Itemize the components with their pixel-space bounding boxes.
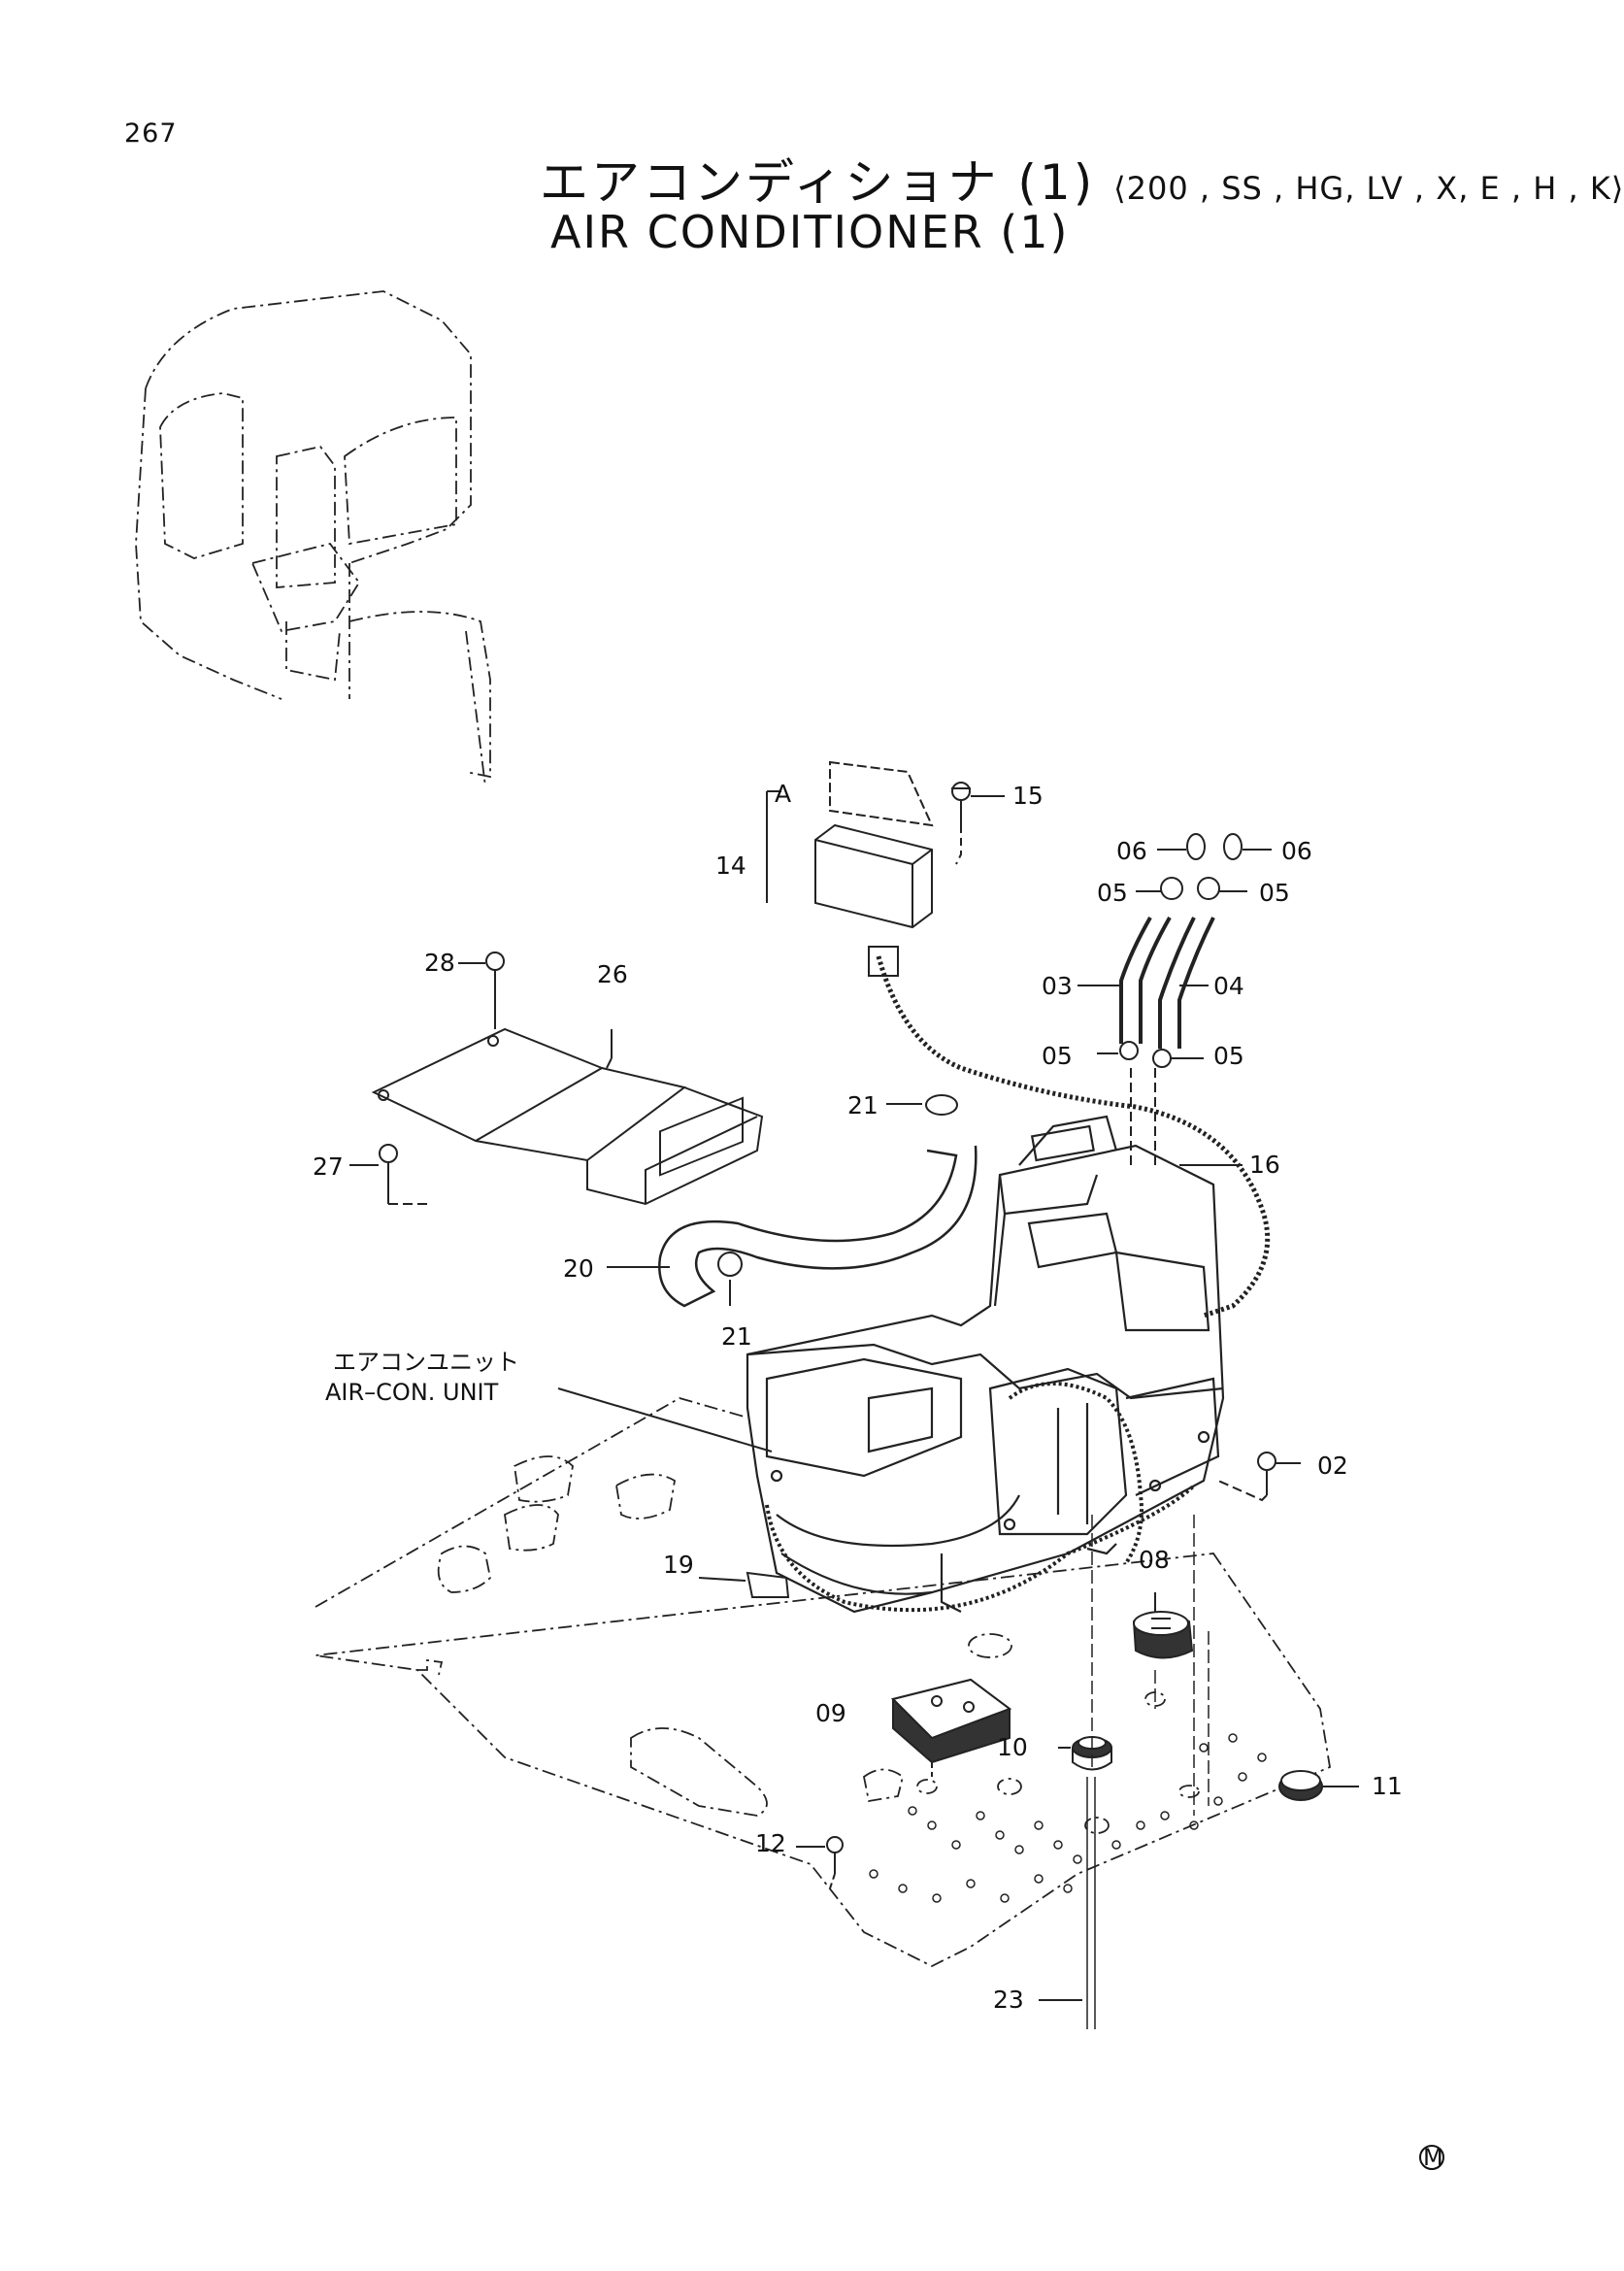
screw-12 <box>796 1836 844 1889</box>
callout-14: 14 <box>715 852 746 880</box>
air-con-unit-label-en: AIR–CON. UNIT <box>325 1379 499 1406</box>
callout-11: 11 <box>1372 1772 1403 1800</box>
circled-m-mark: M <box>1419 2144 1444 2171</box>
page-number: 267 <box>124 118 178 149</box>
callout-15: 15 <box>1012 782 1044 810</box>
callout-21-b: 21 <box>721 1322 752 1351</box>
callout-16: 16 <box>1249 1151 1280 1179</box>
screw-02 <box>1217 1452 1301 1502</box>
part-14-box <box>766 760 934 929</box>
air-con-unit-label-jp: エアコンユニット <box>333 1349 519 1376</box>
fittings-05-06 <box>1097 833 1272 1165</box>
cab-inset-drawing <box>135 290 491 787</box>
part-19-clip <box>698 1571 790 1598</box>
screw-27 <box>349 1144 427 1205</box>
model-variants: ⟨200 , SS , HG, LV , X, E , H , K⟩ <box>1113 170 1624 207</box>
title-japanese: エアコンディショナ (1) ⟨200 , SS , HG, LV , X, E … <box>540 144 1624 214</box>
part-15-screw <box>951 782 1005 865</box>
callout-09: 09 <box>815 1699 846 1727</box>
callout-23: 23 <box>993 1986 1024 2014</box>
title-english: AIR CONDITIONER (1) <box>550 206 1070 258</box>
view-label-a: A <box>775 780 791 808</box>
phantom-lines <box>1091 1515 1210 1816</box>
callout-19: 19 <box>663 1551 694 1579</box>
callout-06-b: 06 <box>1281 837 1312 865</box>
callout-03: 03 <box>1042 972 1073 1000</box>
callout-06-a: 06 <box>1116 837 1147 865</box>
callout-20: 20 <box>563 1254 594 1283</box>
floor-plate <box>315 1397 1332 1968</box>
part-16-harness <box>868 946 1271 1319</box>
callout-28: 28 <box>424 949 455 977</box>
screw-28 <box>458 952 505 1029</box>
wiring-on-unit <box>765 1382 1196 1613</box>
callout-02: 02 <box>1317 1452 1348 1480</box>
hose-20 <box>607 1094 978 1308</box>
grommet-11 <box>1278 1770 1359 1801</box>
callout-05-b: 05 <box>1259 879 1290 907</box>
part-26-duct <box>371 1027 764 1206</box>
callout-26: 26 <box>597 960 628 988</box>
air-con-unit-leader <box>557 1387 773 1453</box>
callout-05-d: 05 <box>1213 1042 1244 1070</box>
hoses-03-04 <box>1077 917 1215 1049</box>
plate-holes <box>869 1733 1267 1903</box>
callout-08: 08 <box>1139 1546 1170 1574</box>
callout-21-a: 21 <box>847 1091 878 1119</box>
grommet-10 <box>1058 1736 1112 1771</box>
footer-mark-letter: M <box>1423 2144 1443 2171</box>
grommet-09 <box>891 1678 1012 1777</box>
callout-27: 27 <box>313 1152 344 1181</box>
callout-04: 04 <box>1213 972 1244 1000</box>
callout-12: 12 <box>755 1829 786 1857</box>
callout-05-c: 05 <box>1042 1042 1073 1070</box>
rod-23 <box>1039 1777 1096 2029</box>
callout-labels: 02 03 04 05 05 05 05 06 06 08 09 10 11 1… <box>313 782 1403 2014</box>
title-jp-text: エアコンディショナ (1) <box>540 154 1096 211</box>
grommet-08 <box>1132 1592 1194 1659</box>
ac-unit-body <box>746 1115 1225 1614</box>
callout-10: 10 <box>997 1733 1028 1761</box>
callout-05-a: 05 <box>1097 879 1128 907</box>
